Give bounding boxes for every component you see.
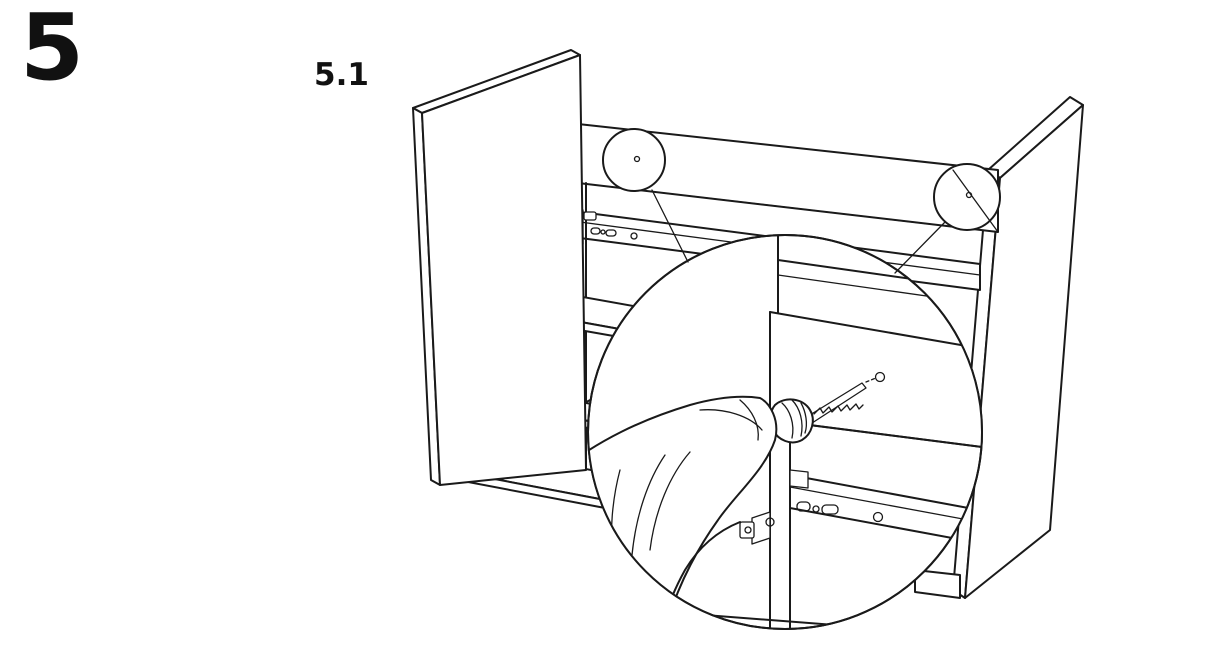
substep-number: 5.1 [314, 57, 369, 93]
hole-callout-right [933, 163, 1001, 233]
leader-line-left [651, 189, 689, 263]
step-number: 5 [20, 0, 85, 101]
rail-holes [590, 227, 638, 240]
leader-line-right [894, 220, 947, 274]
hole-callout-left [602, 128, 666, 192]
left-side-panel [412, 49, 587, 486]
